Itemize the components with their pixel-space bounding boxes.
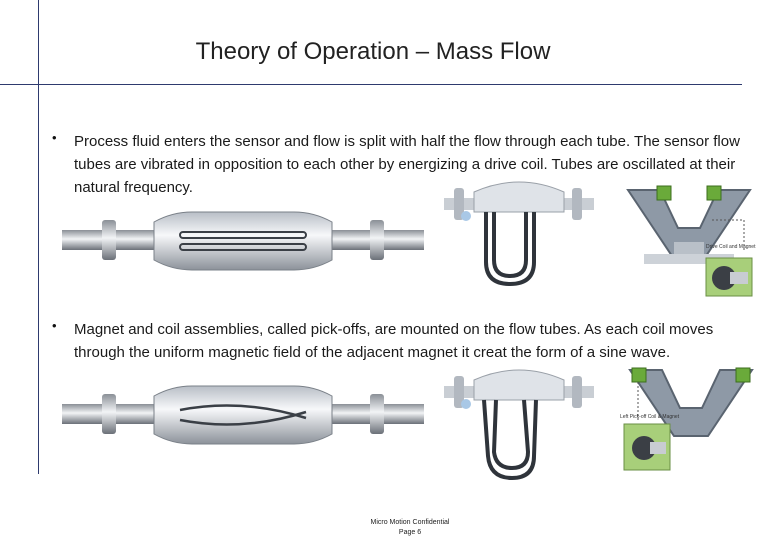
bullet-marker-1: • xyxy=(52,130,57,145)
footer-page-number: Page 6 xyxy=(398,529,422,536)
footer-confidential: Micro Motion Confidential xyxy=(370,519,450,526)
u-tube-sensor-figure-2 xyxy=(444,369,594,481)
left-vertical-rule xyxy=(38,0,39,474)
drive-coil-label: Drive Coil and Magnet xyxy=(706,244,756,250)
title-underline-rule xyxy=(0,84,742,85)
bullet-text-2: Magnet and coil assemblies, called pick-… xyxy=(74,321,714,361)
bullet-text-1: Process fluid enters the sensor and flow… xyxy=(74,133,740,196)
straight-tube-sensor-figure-2 xyxy=(62,385,424,445)
pickoff-label: Left Pick-off Coil & Magnet xyxy=(620,414,680,420)
straight-tube-sensor-figure-1 xyxy=(62,211,424,271)
pickoff-diagram-figure: Left Pick-off Coil & Magnet xyxy=(620,367,754,471)
footer: Micro Motion Confidential Page 6 xyxy=(340,518,480,538)
drive-coil-diagram-figure: Drive Coil and Magnet xyxy=(626,185,756,297)
u-tube-sensor-figure-1 xyxy=(444,181,594,287)
page-title: Theory of Operation – Mass Flow xyxy=(195,38,551,65)
bullet-marker-2: • xyxy=(52,318,57,333)
